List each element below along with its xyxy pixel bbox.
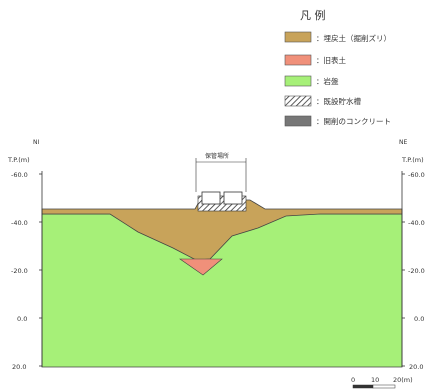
existing-water-tank <box>197 191 247 212</box>
right-tick-label: -40.0 <box>408 219 425 227</box>
legend: 凡 例 ：埋戻土（掘削ズリ） ：旧表土 ：岩盤 ：既設貯水槽 ：開削のコンクリー… <box>284 8 391 127</box>
legend-swatch-concrete <box>284 115 312 127</box>
left-tick-label: -60.0 <box>11 171 28 179</box>
scale-label-0: 0 <box>351 376 355 384</box>
left-end-label: NI <box>33 139 39 146</box>
right-tick-label: -20.0 <box>408 267 425 275</box>
legend-title: 凡 例 <box>300 8 326 22</box>
storage-location-dimension: 保管場所 <box>195 152 247 192</box>
left-elevation-axis: -60.0 -40.0 -20.0 0.0 20.0 <box>11 171 43 371</box>
right-end-label: NE <box>399 139 407 146</box>
left-tick-label: -40.0 <box>11 219 28 227</box>
legend-label-old-topsoil: ：旧表土 <box>316 55 346 65</box>
scale-label-10: 10 <box>371 376 379 384</box>
right-tick-label: 0.0 <box>414 315 424 323</box>
left-tick-label: -20.0 <box>11 267 28 275</box>
legend-label-backfill: ：埋戻土（掘削ズリ） <box>316 33 391 43</box>
legend-swatch-backfill <box>284 31 312 43</box>
legend-label-existing-tank: ：既設貯水槽 <box>316 96 361 106</box>
scale-bar: 0 10 20(m) <box>351 376 413 389</box>
storage-location-label: 保管場所 <box>205 152 229 160</box>
right-elevation-axis: -60.0 -40.0 -20.0 0.0 20.0 <box>401 171 425 371</box>
left-tick-label: 20.0 <box>12 363 26 371</box>
right-tick-label: -60.0 <box>408 171 425 179</box>
right-tick-label: 20.0 <box>409 363 423 371</box>
left-tick-label: 0.0 <box>17 315 27 323</box>
left-axis-unit: T.P.(m) <box>7 156 30 164</box>
right-axis-unit: T.P.(m) <box>401 156 424 164</box>
legend-swatch-bedrock <box>284 75 312 87</box>
scale-label-20: 20(m) <box>393 376 413 384</box>
legend-label-concrete: ：開削のコンクリート <box>316 116 391 126</box>
old-topsoil-layer <box>179 258 223 276</box>
legend-label-bedrock: ：岩盤 <box>316 76 339 86</box>
legend-swatch-existing-tank <box>284 95 312 107</box>
legend-swatch-old-topsoil <box>284 54 312 66</box>
